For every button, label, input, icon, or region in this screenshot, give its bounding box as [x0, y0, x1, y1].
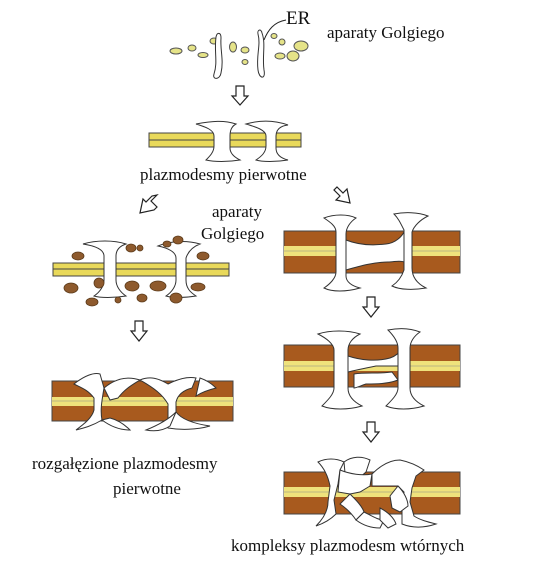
stage-secondary-2: [283, 328, 461, 410]
arrow-down-right-1: [361, 296, 381, 318]
stage-secondary-1: [283, 212, 461, 292]
er-tubule: [213, 32, 223, 79]
stage-secondary-complexes: [283, 456, 461, 529]
stage-vesicles: [169, 29, 309, 79]
arrow-down-left: [129, 320, 149, 342]
stage-branched-primary: [51, 373, 234, 432]
er-pointer-line: [263, 19, 287, 41]
golgi-mid-label-line1: aparaty: [212, 202, 263, 221]
arrow-diag-right: [333, 186, 351, 204]
golgi-top-label: aparaty Golgiego: [327, 23, 445, 42]
er-tubule: [257, 29, 265, 78]
arrow-diag-left: [139, 194, 159, 214]
stage-golgi-left: [52, 235, 230, 307]
er-label: ER: [286, 8, 311, 29]
arrow-down-right-2: [361, 421, 381, 443]
branched-primary-label-line1: rozgałęzione plazmodesmy: [32, 454, 218, 473]
primary-plasmodesmata-label: plazmodesmy pierwotne: [140, 165, 307, 184]
arrow-down-1: [230, 85, 250, 106]
golgi-mid-label-line2: Golgiego: [201, 224, 265, 243]
branched-primary-label-line2: pierwotne: [113, 479, 181, 498]
secondary-complexes-label: kompleksy plazmodesm wtórnych: [231, 536, 465, 555]
stage-primary: [148, 120, 302, 162]
